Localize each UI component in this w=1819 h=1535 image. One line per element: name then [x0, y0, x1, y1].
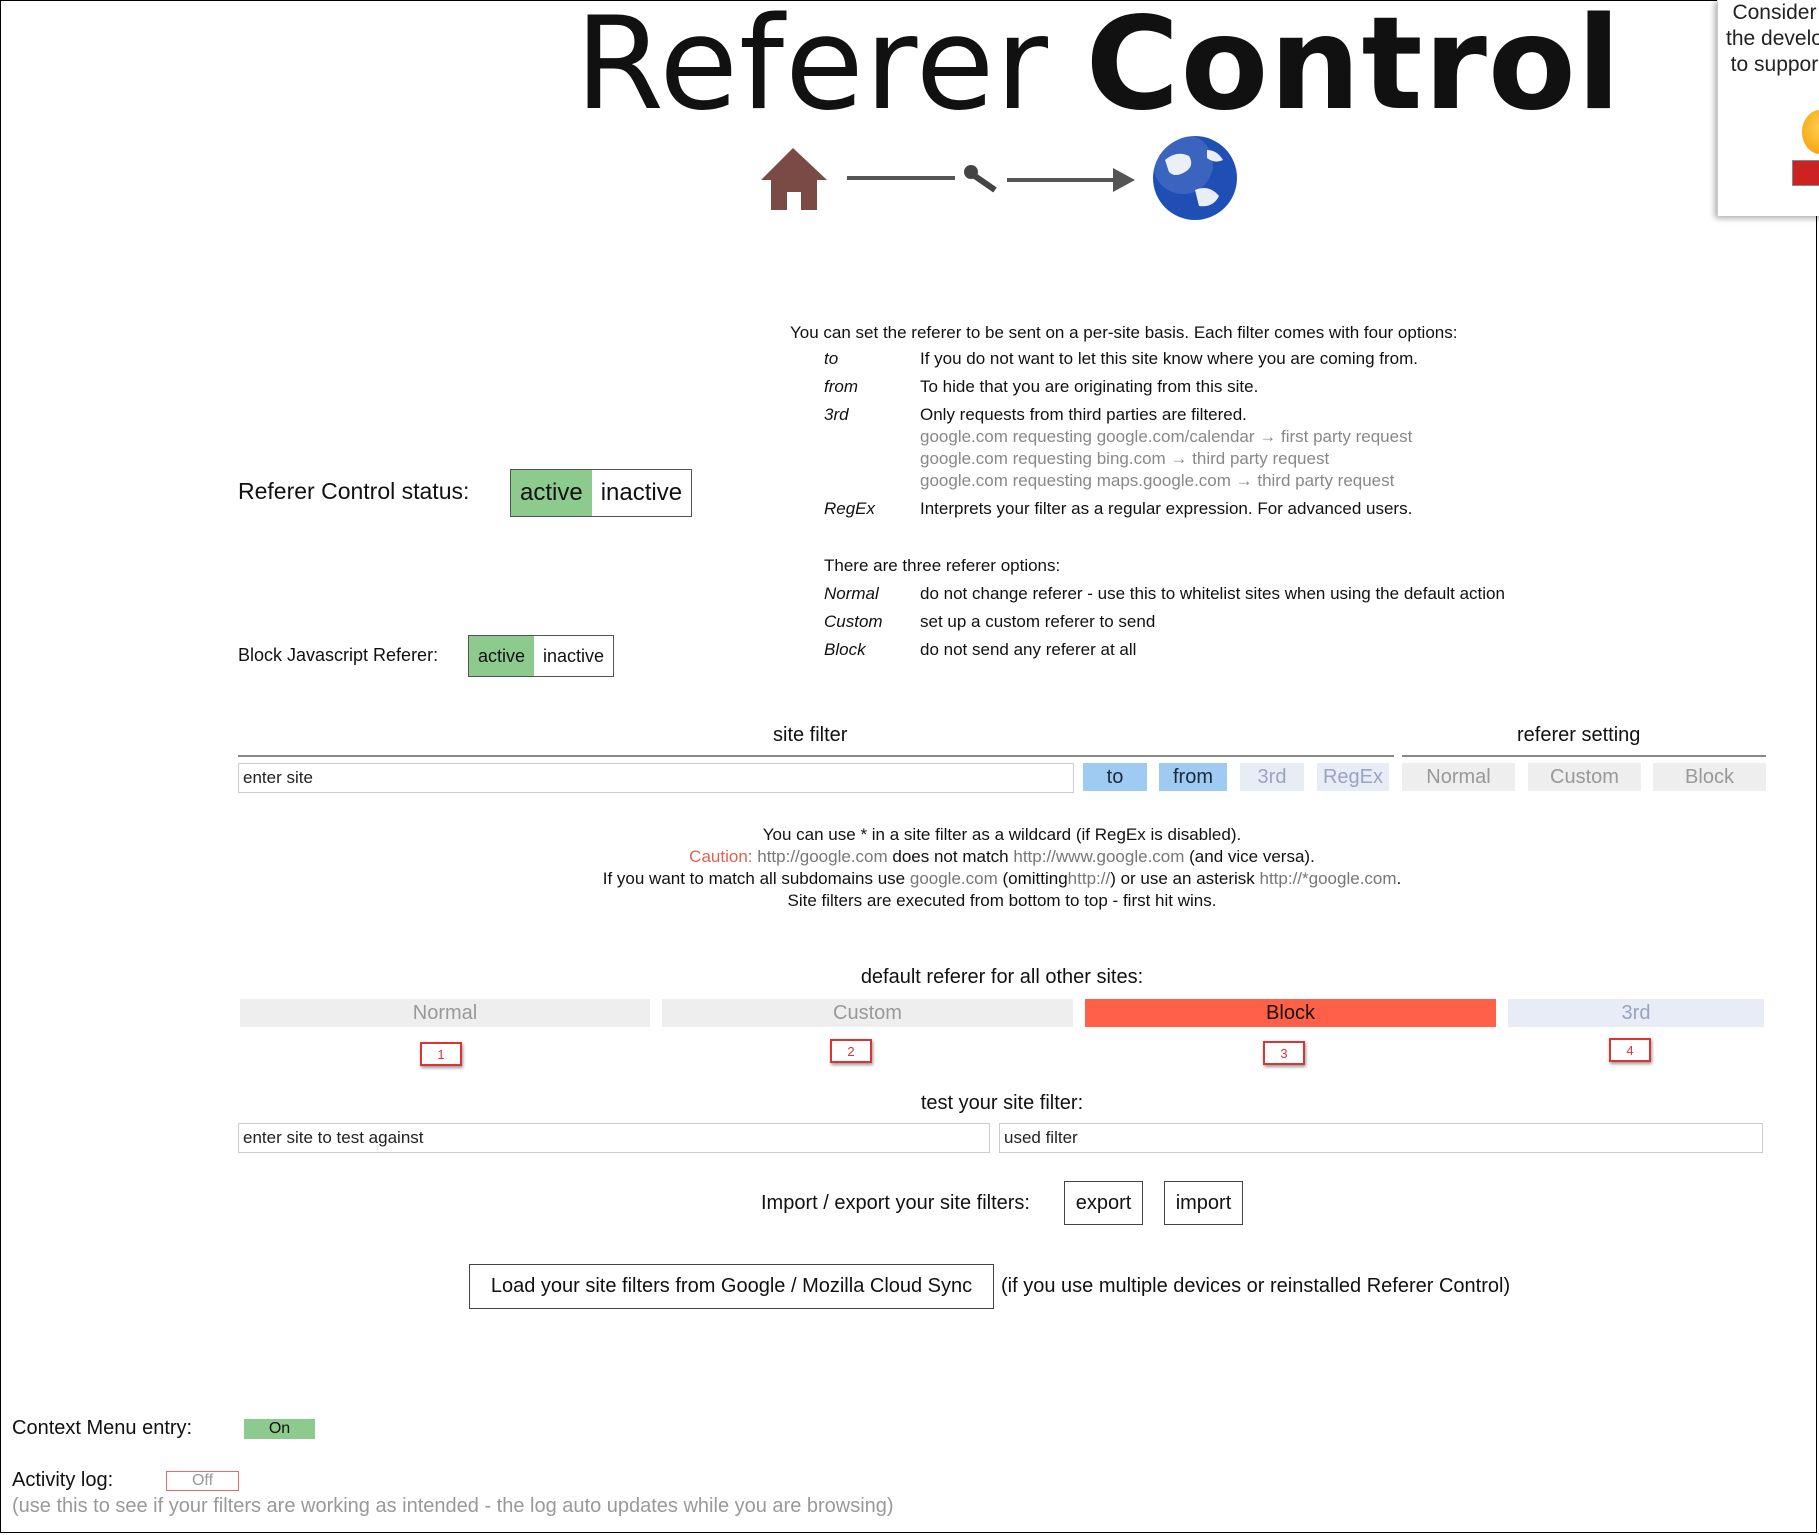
filter-normal-button[interactable]: Normal — [1402, 763, 1515, 791]
cloud-sync-note: (if you use multiple devices or reinstal… — [1001, 1275, 1511, 1297]
credit-card-icon — [1792, 160, 1819, 186]
wrench-icon — [964, 165, 997, 193]
globe-icon — [1153, 134, 1237, 220]
help-intro: You can set the referer to be sent on a … — [790, 323, 1458, 342]
context-menu-label: Context Menu entry: — [12, 1417, 193, 1439]
note-wildcard: You can use * in a site filter as a wild… — [762, 825, 1242, 844]
block-js-label: Block Javascript Referer: — [238, 645, 439, 665]
block-js-active-option[interactable]: active — [469, 636, 535, 676]
referer-option-desc: set up a custom referer to send — [920, 612, 1156, 631]
status-label: Referer Control status: — [238, 478, 470, 504]
donate-text: Consider the develo to suppor — [1726, 1, 1819, 76]
note-caution-line: Caution: http://google.com does not matc… — [238, 846, 1766, 868]
note-text: . — [1396, 869, 1402, 888]
third-example: google.com requesting bing.com → third p… — [920, 449, 1330, 468]
activity-log-note: (use this to see if your filters are wor… — [12, 1495, 894, 1517]
note-text: does not match — [892, 847, 1009, 866]
coin-icon — [1802, 110, 1819, 154]
activity-log-toggle[interactable]: Off — [166, 1471, 239, 1491]
site-filter-divider — [238, 755, 1394, 757]
filter-to-button[interactable]: to — [1083, 763, 1147, 791]
status-toggle[interactable]: active inactive — [510, 469, 693, 517]
help-option-desc: If you do not want to let this site know… — [920, 349, 1418, 368]
marker-box: 3 — [1263, 1041, 1305, 1065]
help-option-key: RegEx — [824, 499, 876, 518]
note-link: http://*google.com — [1259, 869, 1397, 888]
filter-regex-button[interactable]: RegEx — [1317, 763, 1389, 791]
help-option-key: from — [824, 377, 858, 396]
import-button[interactable]: import — [1164, 1181, 1243, 1225]
default-custom-button[interactable]: Custom — [662, 999, 1073, 1027]
third-example: google.com requesting maps.google.com → … — [920, 471, 1395, 490]
logo-word-referer: Referer — [575, 0, 1049, 139]
referer-options-intro: There are three referer options: — [824, 556, 1061, 575]
referer-setting-header: referer setting — [1517, 724, 1641, 746]
block-js-inactive-option[interactable]: inactive — [543, 646, 605, 666]
site-filter-header: site filter — [773, 724, 848, 746]
note-text: (and vice versa). — [1189, 847, 1315, 866]
note-link: google.com — [909, 869, 998, 888]
test-filter-label: test your site filter: — [920, 1092, 1084, 1114]
status-active-option[interactable]: active — [511, 470, 592, 516]
marker-box: 2 — [830, 1039, 872, 1063]
test-site-input[interactable] — [238, 1123, 990, 1153]
arrow-head-icon — [1113, 168, 1135, 192]
import-export-label: Import / export your site filters: — [761, 1192, 1030, 1214]
site-filter-input[interactable] — [238, 763, 1074, 793]
note-text: If you want to match all subdomains use — [602, 869, 906, 888]
note-text: (omitting — [1002, 869, 1068, 888]
help-option-key: to — [824, 349, 839, 368]
house-icon — [761, 148, 827, 210]
app-logo-title: Referer Control — [575, 0, 1622, 140]
referer-option-desc: do not change referer - use this to whit… — [920, 584, 1505, 603]
marker-box: 4 — [1609, 1038, 1651, 1062]
default-3rd-button[interactable]: 3rd — [1508, 999, 1764, 1027]
note-subdomain-line: If you want to match all subdomains use … — [238, 868, 1766, 890]
third-example: google.com requesting google.com/calenda… — [920, 427, 1413, 446]
note-order: Site filters are executed from bottom to… — [787, 891, 1217, 910]
block-js-toggle[interactable]: active inactive — [468, 635, 615, 677]
logo-word-control: Control — [1085, 0, 1622, 139]
referer-option-key: Normal — [824, 584, 879, 603]
cloud-sync-button[interactable]: Load your site filters from Google / Moz… — [469, 1264, 994, 1309]
export-button[interactable]: export — [1064, 1181, 1143, 1225]
default-block-button[interactable]: Block — [1085, 999, 1496, 1027]
logo-graphic — [761, 134, 1237, 220]
help-option-desc: Interprets your filter as a regular expr… — [920, 499, 1413, 518]
help-option-desc: To hide that you are originating from th… — [920, 377, 1259, 396]
caution-label: Caution: — [689, 847, 753, 866]
marker-box: 1 — [420, 1042, 462, 1066]
note-text: ) or use an asterisk — [1110, 869, 1255, 888]
default-normal-button[interactable]: Normal — [240, 999, 650, 1027]
status-inactive-option[interactable]: inactive — [600, 479, 683, 506]
donate-card[interactable]: Consider the develo to suppor — [1717, 0, 1819, 216]
activity-log-label: Activity log: — [12, 1469, 114, 1491]
referer-option-key: Custom — [824, 612, 883, 631]
filter-3rd-button[interactable]: 3rd — [1240, 763, 1304, 791]
help-option-desc: Only requests from third parties are fil… — [920, 405, 1247, 424]
note-link: http://www.google.com — [1013, 847, 1185, 866]
default-referer-label: default referer for all other sites: — [860, 966, 1144, 988]
referer-option-key: Block — [824, 640, 866, 659]
referer-option-desc: do not send any referer at all — [920, 640, 1137, 659]
wildcard-notes: You can use * in a site filter as a wild… — [238, 824, 1766, 912]
filter-custom-button[interactable]: Custom — [1528, 763, 1641, 791]
help-option-key: 3rd — [824, 405, 849, 424]
filter-from-button[interactable]: from — [1159, 763, 1227, 791]
note-link: http:// — [1067, 869, 1111, 888]
context-menu-toggle[interactable]: On — [244, 1419, 315, 1439]
referer-setting-divider — [1402, 755, 1766, 757]
note-link: http://google.com — [757, 847, 888, 866]
used-filter-field — [999, 1123, 1763, 1153]
filter-block-button[interactable]: Block — [1653, 763, 1766, 791]
